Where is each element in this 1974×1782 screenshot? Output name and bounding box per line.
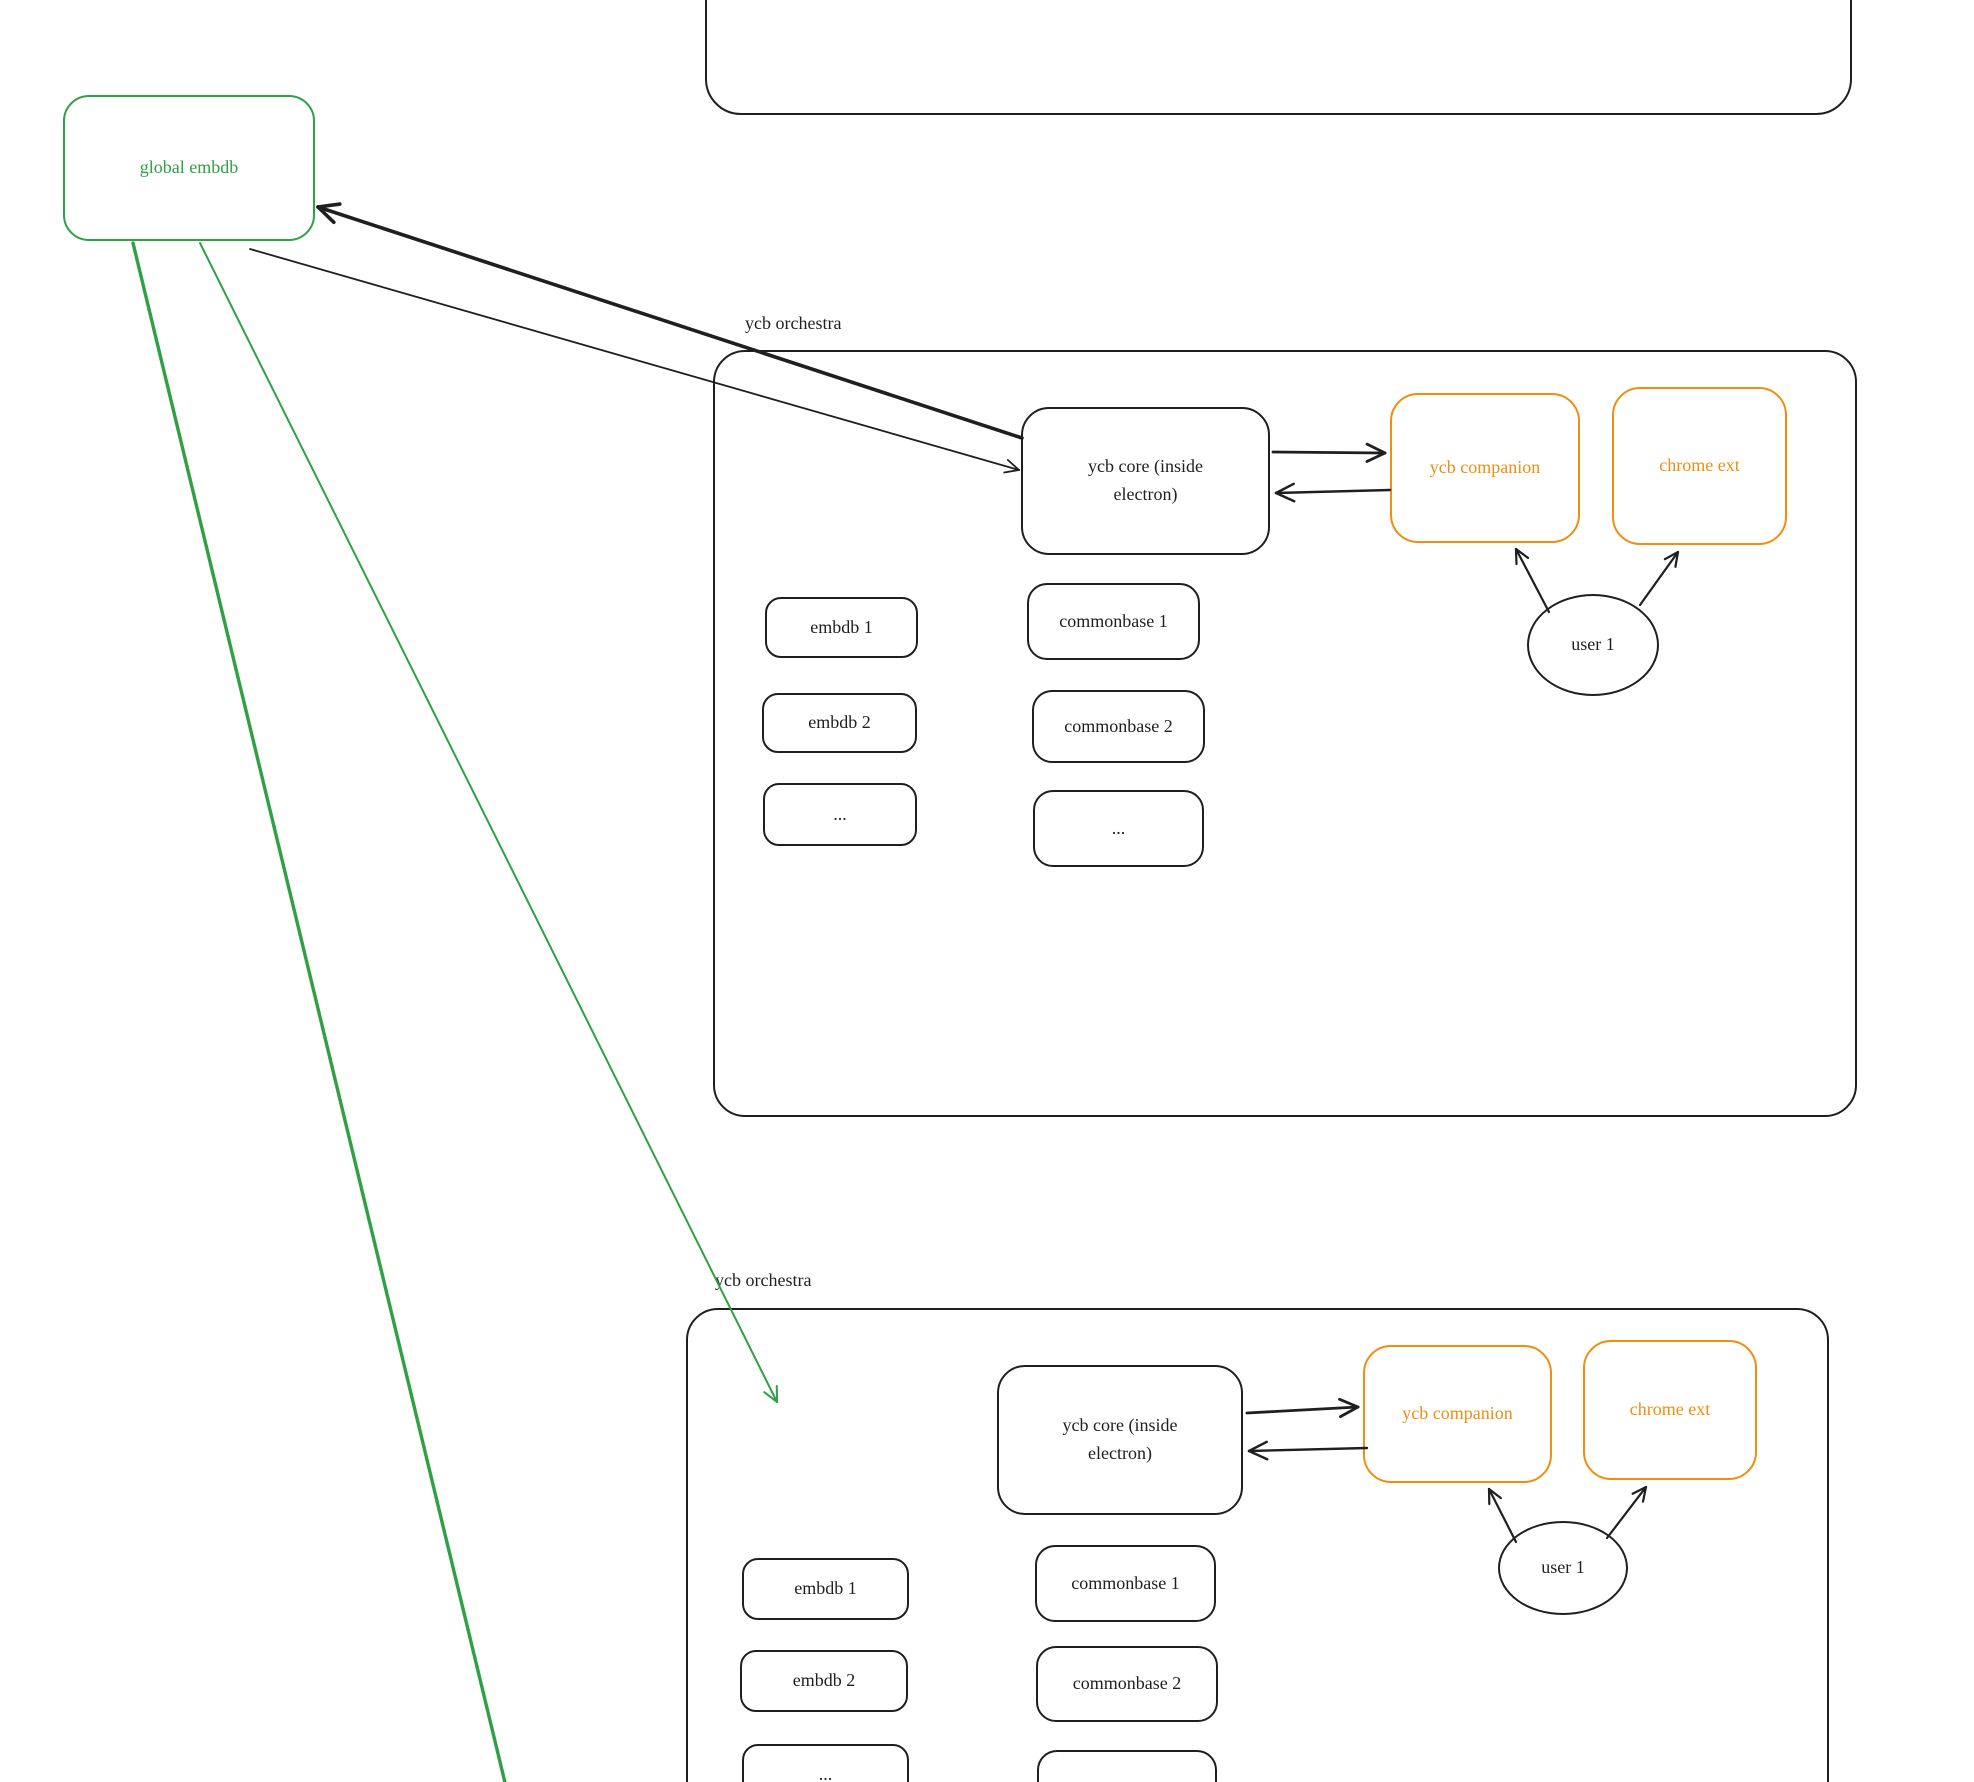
orchestra1-user-label: user 1 xyxy=(1571,634,1615,655)
orchestra2-commonbase1-label: commonbase 1 xyxy=(1071,1572,1180,1593)
orchestra1-companion-node[interactable]: ycb companion xyxy=(1390,393,1580,543)
orchestra2-companion-node[interactable]: ycb companion xyxy=(1363,1345,1552,1483)
line-globaldb-down[interactable] xyxy=(131,241,508,1782)
orchestra1-commonbase-more-node[interactable]: ... xyxy=(1033,790,1204,867)
orchestra1-core-label: ycb core (inside electron) xyxy=(1088,456,1203,504)
orchestra2-embdb-more-label: ... xyxy=(818,1764,833,1782)
top-partial-box[interactable] xyxy=(705,0,1852,115)
orchestra1-commonbase2-node[interactable]: commonbase 2 xyxy=(1032,690,1205,763)
orchestra1-commonbase-more-label: ... xyxy=(1111,817,1126,838)
orchestra1-companion-label: ycb companion xyxy=(1429,457,1541,478)
orchestra2-embdb2-label: embdb 2 xyxy=(792,1670,856,1691)
orchestra1-label: ycb orchestra xyxy=(745,313,842,333)
orchestra2-embdb1-label: embdb 1 xyxy=(794,1578,857,1599)
orchestra1-commonbase1-node[interactable]: commonbase 1 xyxy=(1027,583,1200,660)
orchestra1-embdb1-node[interactable]: embdb 1 xyxy=(765,597,918,658)
orchestra2-embdb1-node[interactable]: embdb 1 xyxy=(742,1558,909,1620)
orchestra2-core-label: ycb core (inside electron) xyxy=(1062,1415,1178,1463)
orchestra1-embdb2-label: embdb 2 xyxy=(808,712,871,733)
orchestra1-embdb-more-label: ... xyxy=(833,803,847,824)
orchestra1-embdb2-node[interactable]: embdb 2 xyxy=(762,693,917,753)
arrow-globaldb-to-orchestra2[interactable] xyxy=(199,242,778,1403)
orchestra2-core-node[interactable]: ycb core (inside electron) xyxy=(997,1365,1243,1515)
orchestra2-companion-label: ycb companion xyxy=(1402,1403,1513,1424)
global-embdb-node[interactable]: global embdb xyxy=(63,95,315,241)
orchestra2-embdb-more-node[interactable]: ... xyxy=(742,1744,909,1782)
orchestra2-frame[interactable] xyxy=(686,1308,1829,1782)
orchestra1-embdb1-label: embdb 1 xyxy=(810,616,873,637)
orchestra2-chrome-node[interactable]: chrome ext xyxy=(1583,1340,1757,1480)
orchestra2-user-label: user 1 xyxy=(1541,1557,1585,1578)
orchestra2-user-node[interactable]: user 1 xyxy=(1498,1521,1628,1615)
orchestra2-commonbase1-node[interactable]: commonbase 1 xyxy=(1035,1545,1216,1622)
orchestra2-chrome-label: chrome ext xyxy=(1629,1399,1711,1420)
orchestra2-commonbase2-label: commonbase 2 xyxy=(1072,1673,1182,1694)
global-embdb-label: global embdb xyxy=(139,157,239,178)
orchestra1-commonbase2-label: commonbase 2 xyxy=(1064,715,1173,736)
orchestra2-label: ycb orchestra xyxy=(715,1270,812,1290)
orchestra2-commonbase2-node[interactable]: commonbase 2 xyxy=(1036,1646,1218,1722)
orchestra1-chrome-node[interactable]: chrome ext xyxy=(1612,387,1787,545)
orchestra2-commonbase-more-node[interactable]: ... xyxy=(1037,1750,1217,1782)
orchestra1-commonbase1-label: commonbase 1 xyxy=(1059,610,1168,631)
orchestra1-core-node[interactable]: ycb core (inside electron) xyxy=(1021,407,1270,555)
orchestra1-embdb-more-node[interactable]: ... xyxy=(763,783,917,846)
orchestra2-commonbase-more-label: ... xyxy=(1120,1774,1134,1782)
orchestra1-user-node[interactable]: user 1 xyxy=(1527,594,1659,696)
orchestra1-chrome-label: chrome ext xyxy=(1659,455,1740,476)
orchestra2-embdb2-node[interactable]: embdb 2 xyxy=(740,1650,908,1712)
